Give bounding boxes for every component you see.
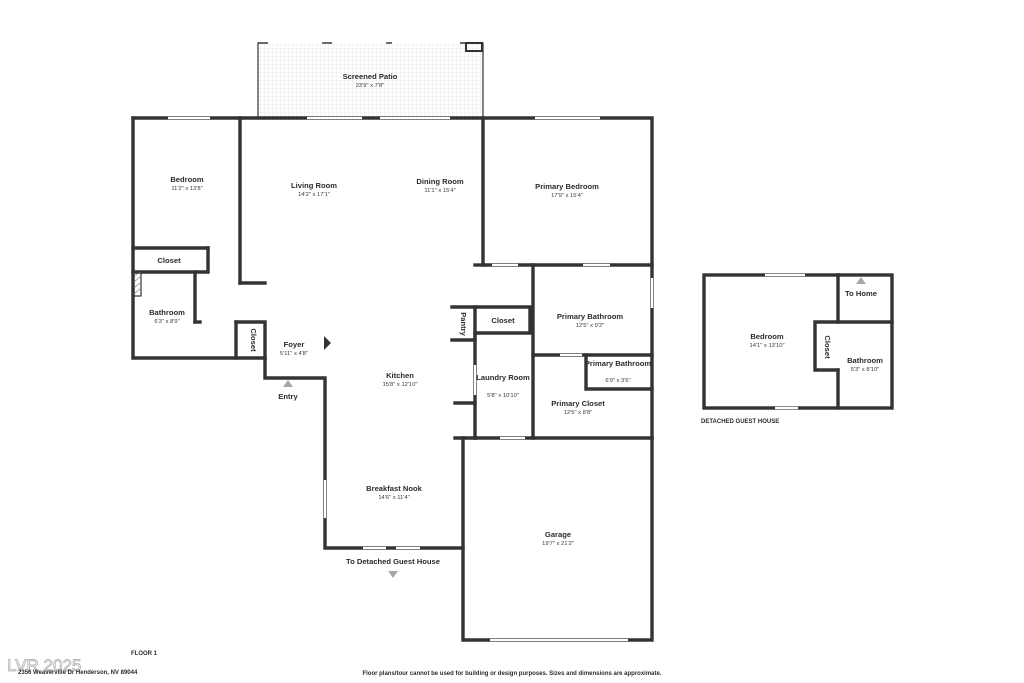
room-living-dim: 14'2" x 17'1": [298, 192, 330, 198]
room-foyer-name: Foyer: [284, 340, 305, 349]
room-bathroom-name: Bathroom: [149, 308, 185, 317]
room-garage-name: Garage: [545, 530, 571, 539]
watermark: LVR 2025: [7, 656, 81, 675]
floor-label: FLOOR 1: [131, 651, 158, 657]
screened-patio: [257, 41, 484, 118]
navigation-markers: Entry To Detached Guest House To Home DE…: [278, 277, 877, 578]
room-guest-bathroom-dim: 5'3" x 8'10": [851, 367, 880, 373]
guest-house-arrow-icon: [388, 571, 398, 578]
footer: FLOOR 1 LVR 2025 2356 Weaverville Dr Hen…: [7, 651, 662, 677]
main-house-walls: [131, 116, 654, 642]
room-guest-bedroom-name: Bedroom: [750, 332, 784, 341]
room-guest-bathroom-name: Bathroom: [847, 356, 883, 365]
room-closet-name: Closet: [157, 256, 181, 265]
room-nook-name: Breakfast Nook: [366, 484, 422, 493]
room-laundry-dim: 5'8" x 10'10": [487, 393, 519, 399]
room-patio-name: Screened Patio: [343, 72, 398, 81]
room-primary-bedroom-name: Primary Bedroom: [535, 182, 599, 191]
room-bedroom-dim: 11'2" x 13'8": [171, 186, 202, 192]
room-labels: Screened Patio 23'9" x 7'8" Bedroom 11'2…: [149, 72, 883, 547]
room-foyer-dim: 5'11" x 4'8": [280, 351, 308, 357]
room-guest-closet-name: Closet: [823, 335, 832, 359]
room-kitchen-name: Kitchen: [386, 371, 414, 380]
room-dining-dim: 11'1" x 15'4": [424, 188, 455, 194]
room-guest-bedroom-dim: 14'1" x 13'10": [749, 343, 784, 349]
room-primary-bedroom-dim: 17'9" x 15'4": [551, 193, 583, 199]
disclaimer: Floor plans/tour cannot be used for buil…: [362, 671, 661, 677]
room-kitchen-dim: 15'8" x 12'10": [382, 382, 417, 388]
room-bathroom-dim: 6'3" x 8'9": [154, 319, 179, 325]
room-primary-closet-dim: 12'5" x 8'8": [564, 410, 593, 416]
room-pantry-name: Pantry: [459, 312, 468, 336]
guest-house-caption: DETACHED GUEST HOUSE: [701, 419, 779, 425]
home-arrow-icon: [856, 277, 866, 284]
address: 2356 Weaverville Dr Henderson, NV 89044: [18, 670, 138, 676]
room-nook-dim: 14'6" x 11'4": [378, 495, 409, 501]
entry-arrow-icon: [283, 380, 293, 387]
to-home-label: To Home: [845, 289, 877, 298]
entry-label: Entry: [278, 392, 298, 401]
room-primary-bathroom-name: Primary Bathroom: [557, 312, 624, 321]
room-dining-name: Dining Room: [416, 177, 463, 186]
room-primary-bathroom2-dim: 6'9" x 3'6": [605, 378, 630, 384]
room-garage-dim: 19'7" x 21'2": [542, 541, 574, 547]
room-closet2-name: Closet: [491, 316, 515, 325]
room-living-name: Living Room: [291, 181, 337, 190]
room-primary-bathroom-dim: 12'5" x 9'2": [576, 323, 605, 329]
room-primary-closet-name: Primary Closet: [551, 399, 605, 408]
room-laundry-name: Laundry Room: [476, 373, 530, 382]
to-guest-house-label: To Detached Guest House: [346, 557, 440, 566]
guest-house-walls: [702, 273, 894, 410]
room-laundry-name-line: Laundry Room: [476, 373, 530, 382]
room-closet-vertical-name: Closet: [249, 328, 258, 352]
room-bedroom-name: Bedroom: [170, 175, 204, 184]
room-patio-dim: 23'9" x 7'8": [356, 83, 385, 89]
room-primary-bathroom2-name: Primary Bathroom: [585, 359, 652, 368]
